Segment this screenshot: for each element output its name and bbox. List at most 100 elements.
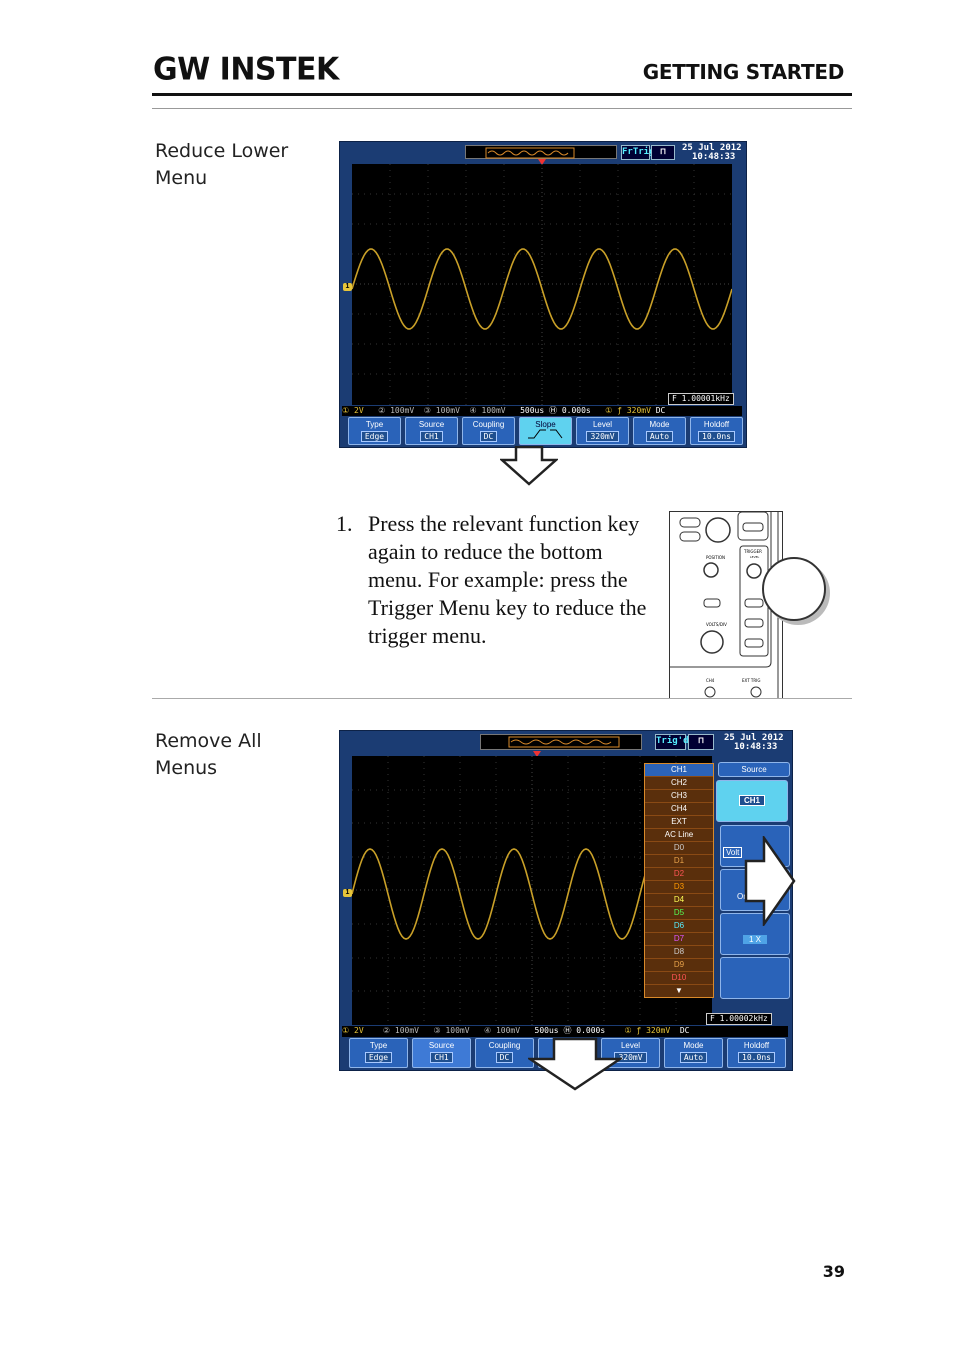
down-arrow-icon-2 xyxy=(528,1037,622,1091)
timebase: 500us xyxy=(520,406,545,415)
side-source-button[interactable]: CH1 xyxy=(716,780,788,822)
trigger-status-2: Trig'd xyxy=(655,734,689,750)
section-label-remove: Remove All Menus xyxy=(155,730,262,779)
f-icon-2: F xyxy=(710,1014,720,1023)
source-option-ch2[interactable]: CH2 xyxy=(645,777,713,790)
ch1-marker: 1 xyxy=(343,283,352,291)
section-divider xyxy=(152,698,852,699)
status-bar: ① 2V ② 100mV ③ 100mV ④ 100mV 500us Ⓗ 0.0… xyxy=(342,406,742,416)
header-rule-thin xyxy=(152,108,852,109)
softkey-slope[interactable]: Slope xyxy=(519,417,572,445)
side-blank-button[interactable] xyxy=(720,957,790,999)
frequency-value: 1.00001kHz xyxy=(681,394,730,403)
source-option-d10[interactable]: D10 xyxy=(645,972,713,985)
side-probe-button[interactable]: 1 X xyxy=(720,913,790,955)
ch3-scale-2: 100mV xyxy=(445,1026,470,1035)
timebase-2: 500us xyxy=(534,1026,559,1035)
date-2: 25 Jul 2012 xyxy=(724,733,784,743)
frequency-value-2: 1.00002kHz xyxy=(719,1014,768,1023)
source-option-ext[interactable]: EXT xyxy=(645,816,713,829)
callout-bubble xyxy=(762,557,826,621)
source-option-d1[interactable]: D1 xyxy=(645,855,713,868)
source-option-d2[interactable]: D2 xyxy=(645,868,713,881)
frequency-readout: F 1.00001kHz xyxy=(668,393,734,405)
position-label: POSITION xyxy=(706,555,725,560)
side-menu-title: Source xyxy=(718,762,790,777)
page-number: 39 xyxy=(822,1262,845,1281)
brand-logo: GW INSTEK xyxy=(153,51,339,88)
source-option-acline[interactable]: AC Line xyxy=(645,829,713,842)
acq-mode-icon: ⊓ xyxy=(651,145,675,160)
source-option-d5[interactable]: D5 xyxy=(645,907,713,920)
ch1-scale-2: 2V xyxy=(354,1026,364,1035)
level-label: LEVEL xyxy=(750,555,760,559)
trigger-label: TRIGGER xyxy=(743,549,762,554)
ch2-scale: 100mV xyxy=(390,406,415,415)
right-arrow-icon xyxy=(744,836,796,926)
source-option-d7[interactable]: D7 xyxy=(645,933,713,946)
source-option-ch1[interactable]: CH1 xyxy=(645,764,713,777)
source-option-d3[interactable]: D3 xyxy=(645,881,713,894)
source-option-d8[interactable]: D8 xyxy=(645,946,713,959)
section-label-reduce: Reduce Lower Menu xyxy=(155,140,289,189)
source-option-d9[interactable]: D9 xyxy=(645,959,713,972)
trigger-status: FrTrig xyxy=(621,145,655,160)
horizontal-position-2: 0.000s xyxy=(576,1026,606,1035)
ch4-scale: 100mV xyxy=(481,406,506,415)
step-number: 1. xyxy=(336,511,353,536)
ch4-label: CH4 xyxy=(706,678,715,683)
scope-screen-2: Trig'd ⊓ 25 Jul 2012 10:48:33 1 CH1 CH2 … xyxy=(339,730,793,1071)
frequency-readout-2: F 1.00002kHz xyxy=(706,1013,772,1025)
source-option-ch4[interactable]: CH4 xyxy=(645,803,713,816)
source-option-d4[interactable]: D4 xyxy=(645,894,713,907)
source-option-d6[interactable]: D6 xyxy=(645,920,713,933)
step-text: Press the relevant function key again to… xyxy=(368,511,647,648)
time-2: 10:48:33 xyxy=(734,742,778,752)
f-icon: F xyxy=(672,394,682,403)
source-option-ch3[interactable]: CH3 xyxy=(645,790,713,803)
date: 25 Jul 2012 xyxy=(682,143,742,153)
trigger-position-marker-2 xyxy=(533,751,541,757)
horizontal-position: 0.000s xyxy=(561,406,591,415)
ch1-waveform xyxy=(352,248,732,330)
trigger-level-2: 320mV xyxy=(646,1026,671,1035)
down-arrow-icon xyxy=(500,446,558,486)
front-panel-illustration: POSITION VOLTS/DIV TRIGGER LEVEL CH4 EXT… xyxy=(669,511,783,699)
source-dropdown: CH1 CH2 CH3 CH4 EXT AC Line D0 D1 D2 D3 … xyxy=(644,763,714,998)
ch1-scale: 2V xyxy=(354,406,364,415)
trigger-position-marker xyxy=(538,159,546,165)
trigger-coupling-2: DC xyxy=(679,1026,690,1035)
ext-trig-label: EXT TRIG xyxy=(742,678,760,683)
acq-mode-icon-2: ⊓ xyxy=(688,734,714,750)
slope-icon xyxy=(527,429,562,439)
ch2-scale-2: 100mV xyxy=(394,1026,419,1035)
header-rule xyxy=(152,93,852,96)
trigger-level: 320mV xyxy=(626,406,651,415)
scroll-down-icon[interactable]: ▼ xyxy=(675,986,683,995)
section-title: GETTING STARTED xyxy=(642,60,845,84)
voltsdiv-label: VOLTS/DIV xyxy=(706,622,727,627)
source-option-d0[interactable]: D0 xyxy=(645,842,713,855)
ch4-scale-2: 100mV xyxy=(495,1026,521,1035)
waveform-overview xyxy=(465,145,617,159)
status-bar-2: ① 2V ② 100mV ③ 100mV ④ 100mV 500us Ⓗ 0.0… xyxy=(342,1026,788,1037)
waveform-overview-2 xyxy=(480,734,642,750)
ch3-scale: 100mV xyxy=(435,406,460,415)
time: 10:48:33 xyxy=(692,152,736,162)
ch1-marker-2: 1 xyxy=(343,889,352,897)
graticule xyxy=(352,164,732,405)
scope-screen-1: FrTrig ⊓ 25 Jul 2012 10:48:33 1 F 1.0000… xyxy=(339,141,747,448)
trigger-coupling: DC xyxy=(655,406,666,415)
